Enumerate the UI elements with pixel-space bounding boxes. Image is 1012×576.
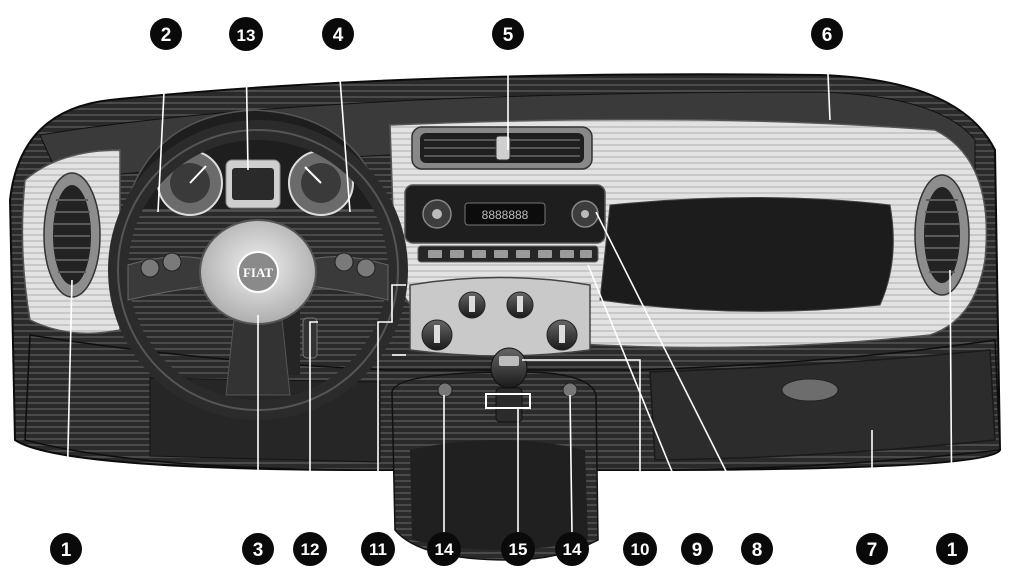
callout-1-right: 1 [936,533,968,565]
callout-label: 14 [435,540,454,559]
callout-9: 9 [681,533,713,565]
callout-8: 8 [741,533,773,565]
callout-label: 5 [503,25,514,46]
callout-label: 1 [947,540,958,561]
callout-label: 9 [692,540,703,561]
callout-12: 12 [293,532,327,566]
callout-14-right: 14 [555,532,589,566]
callout-11: 11 [361,532,395,566]
left-air-vent [43,172,101,298]
callout-label: 3 [253,540,264,561]
callout-2: 2 [150,18,182,50]
callout-7: 7 [856,533,888,565]
callout-label: 7 [867,540,878,561]
callout-label: 11 [369,540,387,559]
radio-unit: 8888888 [404,184,606,244]
callout-label: 15 [509,540,528,559]
fiat-logo [237,251,279,293]
callout-label: 13 [237,26,256,45]
callout-4: 4 [322,18,354,50]
glove-compartment [649,349,996,461]
callout-6: 6 [811,18,843,50]
callout-label: 6 [822,25,833,46]
callout-label: 2 [161,25,172,46]
climate-control-panel [409,276,591,357]
radio-display-text: 8888888 [482,208,529,222]
callout-14-left: 14 [427,532,461,566]
right-tunnel-button [562,382,578,398]
left-tunnel-button [437,382,453,398]
callout-1-left: 1 [50,533,82,565]
fiat-logo-text: FIAT [243,265,273,280]
center-air-vent [411,126,593,170]
callout-label: 12 [301,540,320,559]
callout-leaders [65,51,953,534]
callout-label: 10 [631,540,650,559]
callout-3: 3 [242,533,274,565]
callout-label: 1 [61,540,72,561]
right-air-vent [914,174,970,296]
callout-15: 15 [501,532,535,566]
callout-10: 10 [623,532,657,566]
gear-lever [485,347,531,423]
gear-tunnel [391,371,599,561]
callout-5: 5 [492,18,524,50]
callout-label: 8 [752,540,763,561]
storage-cavity [599,197,894,312]
glove-compartment-handle [781,378,839,402]
callout-label: 4 [333,25,344,46]
callout-label: 14 [563,540,582,559]
callout-13: 13 [229,17,263,51]
callouts: 1 2 13 4 5 6 3 12 [50,17,968,566]
switch-strip [417,245,599,263]
